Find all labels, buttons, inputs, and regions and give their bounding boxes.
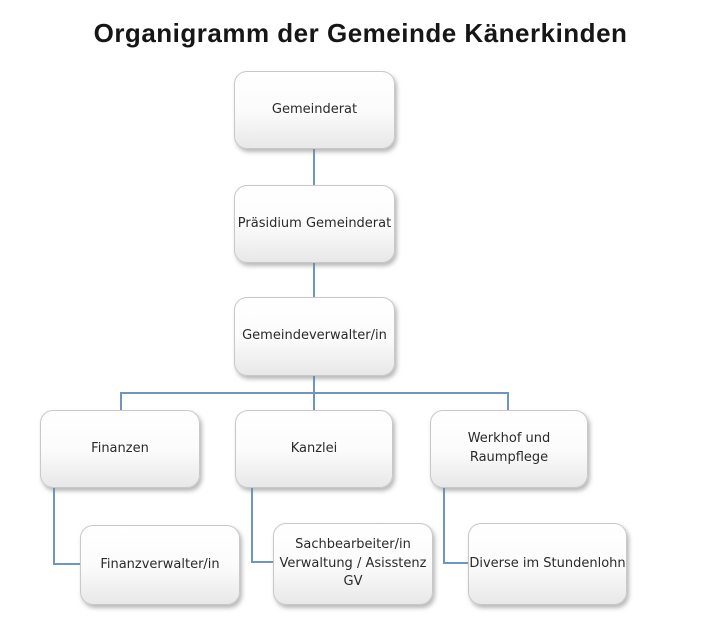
connector-drop-kanzlei xyxy=(313,392,315,411)
connector-kanzlei-sachbearbeiter-v xyxy=(251,487,253,563)
org-node-sachbearbeiter-verwaltung: Sachbearbeiter/in Verwaltung / Asisstenz… xyxy=(273,523,433,605)
org-node-gemeinderat: Gemeinderat xyxy=(234,71,395,149)
org-node-finanzverwalter-label: Finanzverwalter/in xyxy=(100,556,220,572)
org-node-diverse-stundenlohn: Diverse im Stundenlohn xyxy=(468,523,627,605)
connector-finanzen-finanzverwalter-h xyxy=(53,563,81,565)
org-node-gemeindeverwalter-label: Gemeindeverwalter/in xyxy=(242,328,387,344)
page-title: Organigramm der Gemeinde Känerkinden xyxy=(93,18,628,48)
connector-werkhof-diverse-v xyxy=(443,487,445,564)
connector-drop-werkhof xyxy=(507,392,509,411)
connector-gemeinderat-praesidium xyxy=(313,149,315,186)
org-node-finanzen-label: Finanzen xyxy=(91,440,149,456)
org-node-finanzverwalter: Finanzverwalter/in xyxy=(80,525,240,605)
org-node-gemeindeverwalter: Gemeindeverwalter/in xyxy=(234,297,395,376)
org-node-praesidium-gemeinderat: Präsidium Gemeinderat xyxy=(234,185,395,263)
org-node-gemeinderat-label: Gemeinderat xyxy=(271,101,358,117)
connector-werkhof-diverse-h xyxy=(443,562,469,564)
connector-verwalter-stem xyxy=(313,376,315,393)
org-node-praesidium-gemeinderat-label: Präsidium Gemeinderat xyxy=(237,215,392,231)
org-node-kanzlei-label: Kanzlei xyxy=(290,440,338,456)
org-node-werkhof-raumpflege-label: Werkhof und Raumpflege xyxy=(467,431,551,465)
connector-drop-finanzen xyxy=(120,392,122,411)
org-node-diverse-stundenlohn-label: Diverse im Stundenlohn xyxy=(469,555,626,571)
org-node-sachbearbeiter-verwaltung-label: Sachbearbeiter/in Verwaltung / Asisstenz… xyxy=(279,536,427,590)
org-node-finanzen: Finanzen xyxy=(40,410,200,488)
connector-praesidium-verwalter xyxy=(313,263,315,298)
org-node-kanzlei: Kanzlei xyxy=(235,410,393,488)
connector-kanzlei-sachbearbeiter-h xyxy=(251,561,274,563)
connector-finanzen-finanzverwalter-v xyxy=(53,487,55,565)
org-node-werkhof-raumpflege: Werkhof und Raumpflege xyxy=(430,410,588,488)
